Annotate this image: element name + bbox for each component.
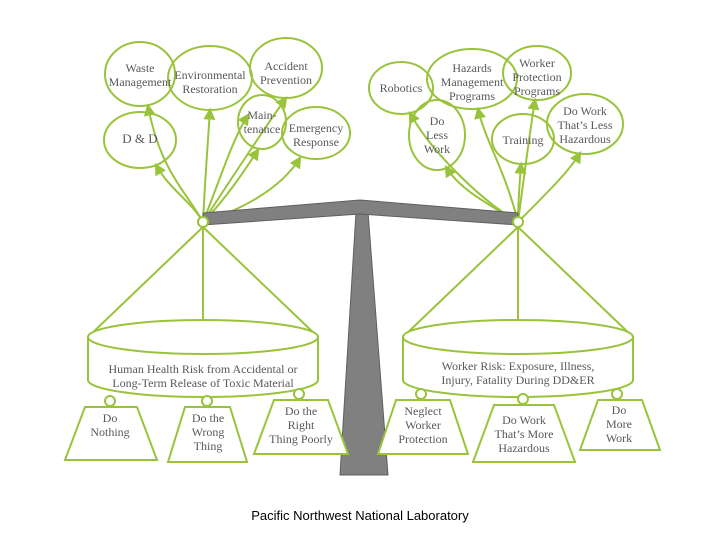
do-work-less-hazardous-label: Do Work That’s Less Hazardous <box>547 104 623 146</box>
left-weight-3-label: Do the Right Thing Poorly <box>258 404 344 446</box>
left-weight-1-label: Do Nothing <box>74 411 146 439</box>
right-arrow-5 <box>518 100 535 222</box>
left-pivot <box>198 217 208 227</box>
robotics-label: Robotics <box>369 81 433 95</box>
right-weight-2-label: Do Work That’s More Hazardous <box>479 413 569 455</box>
right-pivot <box>513 217 523 227</box>
hook-5 <box>518 394 528 404</box>
hook-1 <box>105 396 115 406</box>
right-pan-top <box>403 320 633 354</box>
left-weight-2-label: Do the Wrong Thing <box>172 411 244 453</box>
worker-protection-label: Worker Protection Programs <box>503 56 571 98</box>
hook-3 <box>294 389 304 399</box>
fulcrum-post <box>340 212 388 475</box>
left-pan-label: Human Health Risk from Accidental or Lon… <box>92 362 314 390</box>
training-label: Training <box>492 133 554 147</box>
footer-organization: Pacific Northwest National Laboratory <box>0 508 720 523</box>
right-arrow-3 <box>478 109 518 222</box>
accident-prevention-label: Accident Prevention <box>250 59 322 87</box>
hook-6 <box>612 389 622 399</box>
do-less-work-label: Do Less Work <box>409 114 465 156</box>
maintenance-label: Main- tenance <box>238 108 286 136</box>
emergency-response-label: Emergency Response <box>282 121 350 149</box>
left-arrow-2 <box>156 165 203 222</box>
environmental-restoration-label: Environmental Restoration <box>168 68 252 96</box>
left-pan-top <box>88 320 318 354</box>
right-weight-3-label: Do More Work <box>586 403 652 445</box>
right-weight-1-label: Neglect Worker Protection <box>383 404 463 446</box>
right-pan-label: Worker Risk: Exposure, Illness, Injury, … <box>407 359 629 387</box>
dd-label: D & D <box>108 132 172 146</box>
waste-management-label: Waste Management <box>104 61 176 89</box>
hook-4 <box>416 389 426 399</box>
hook-2 <box>202 396 212 406</box>
